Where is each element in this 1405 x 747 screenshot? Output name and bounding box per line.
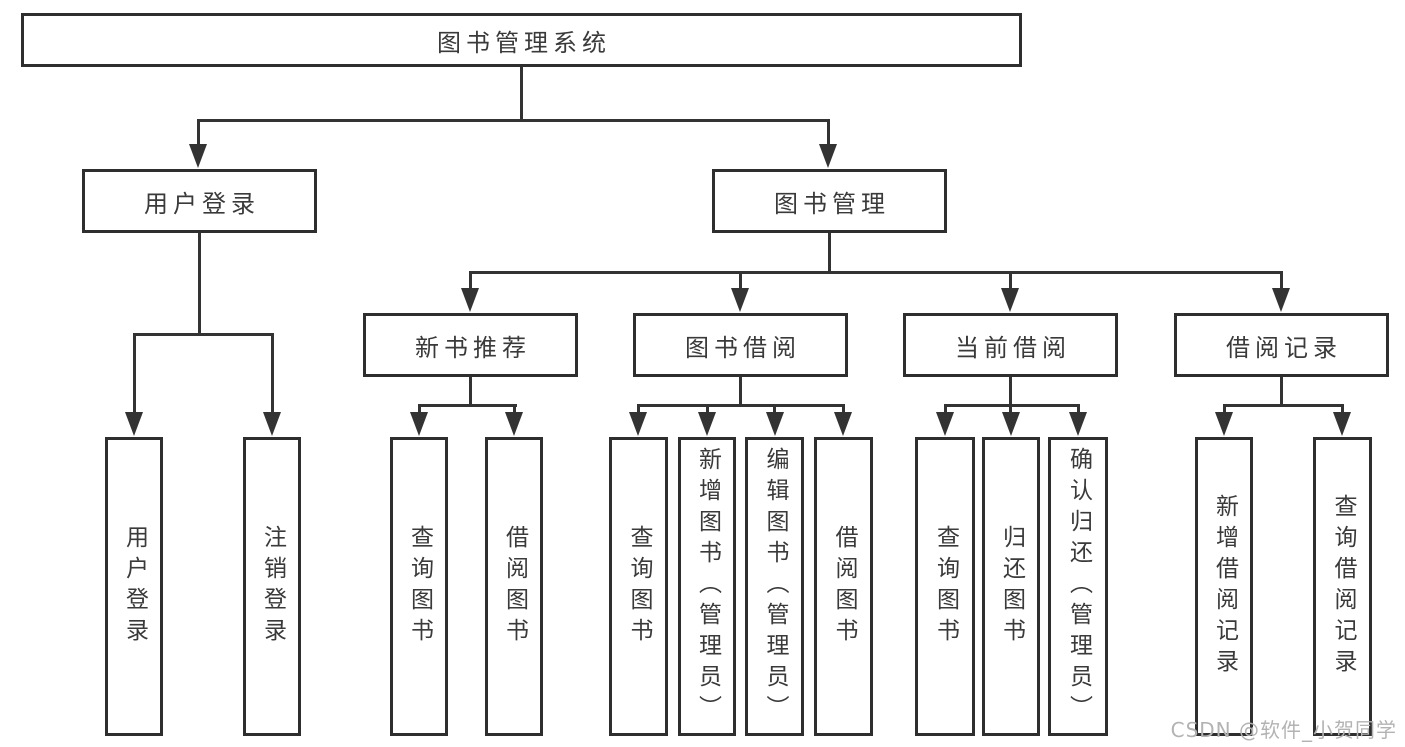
node-leaf-borrow-book-1: 借阅图书 [485, 437, 543, 736]
arrow-down-icon [629, 412, 647, 436]
connector-line [944, 404, 947, 416]
connector-line [827, 119, 830, 147]
connector-line [828, 233, 831, 273]
node-leaf-query-book-1: 查询图书 [390, 437, 448, 736]
node-leaf-query-book-3: 查询图书 [915, 437, 975, 736]
node-label: 归还图书 [998, 524, 1025, 649]
arrow-down-icon [410, 412, 428, 436]
arrow-down-icon [834, 412, 852, 436]
connector-line [198, 233, 201, 334]
node-label: 借阅图书 [501, 524, 528, 649]
node-leaf-add-record: 新增借阅记录 [1195, 437, 1253, 736]
arrow-down-icon [698, 412, 716, 436]
node-label: 图书借阅 [685, 333, 801, 362]
arrow-down-icon [936, 412, 954, 436]
connector-line [513, 404, 516, 416]
node-label: 查询图书 [406, 524, 433, 649]
connector-line [1009, 271, 1012, 291]
connector-line [418, 404, 517, 407]
arrow-down-icon [1333, 412, 1351, 436]
node-label: 用户登录 [121, 524, 148, 649]
connector-line [773, 404, 776, 416]
node-label: 查询借阅记录 [1330, 493, 1356, 680]
arrow-down-icon [766, 412, 784, 436]
connector-line [1341, 404, 1344, 416]
connector-line [133, 333, 274, 336]
node-label: 用户登录 [144, 189, 260, 218]
node-label: 借阅记录 [1226, 333, 1342, 362]
connector-line [469, 271, 472, 291]
node-label: 新书推荐 [415, 333, 531, 362]
node-label: 当前借阅 [955, 333, 1071, 362]
connector-line [1009, 377, 1012, 406]
connector-line [739, 271, 742, 291]
connector-line [1009, 404, 1012, 416]
node-leaf-add-book: 新增图书（管理员） [678, 437, 736, 736]
connector-line [706, 404, 709, 416]
connector-line [1223, 404, 1344, 407]
arrow-down-icon [1069, 412, 1087, 436]
arrow-down-icon [819, 144, 837, 168]
node-leaf-edit-book: 编辑图书（管理员） [745, 437, 804, 736]
node-leaf-return-book: 归还图书 [982, 437, 1040, 736]
connector-line [197, 119, 830, 122]
arrow-down-icon [1001, 288, 1019, 312]
node-label: 编辑图书（管理员） [762, 447, 788, 726]
node-new-book-recommend: 新书推荐 [363, 313, 578, 377]
arrow-down-icon [1002, 412, 1020, 436]
node-label: 确认归还（管理员） [1065, 447, 1092, 726]
node-label: 新增借阅记录 [1211, 493, 1238, 680]
arrow-down-icon [189, 144, 207, 168]
arrow-down-icon [461, 288, 479, 312]
node-book-management: 图书管理 [712, 169, 947, 233]
node-borrow-records: 借阅记录 [1174, 313, 1389, 377]
node-leaf-query-book-2: 查询图书 [609, 437, 668, 736]
connector-line [1223, 404, 1226, 416]
node-label: 查询图书 [626, 524, 652, 649]
arrow-down-icon [263, 412, 281, 436]
connector-line [842, 404, 845, 416]
node-label: 注销登录 [259, 524, 286, 649]
node-label: 新增图书（管理员） [694, 447, 721, 726]
csdn-watermark: CSDN @软件_小贺同学 [1170, 718, 1397, 742]
node-current-borrow: 当前借阅 [903, 313, 1118, 377]
node-label: 查询图书 [932, 524, 959, 649]
arrow-down-icon [1215, 412, 1233, 436]
connector-line [271, 333, 274, 413]
node-leaf-borrow-book-2: 借阅图书 [814, 437, 873, 736]
node-user-login: 用户登录 [82, 169, 317, 233]
connector-line [133, 333, 136, 413]
node-leaf-confirm-return: 确认归还（管理员） [1048, 437, 1108, 736]
arrow-down-icon [125, 412, 143, 436]
node-library-system: 图书管理系统 [21, 13, 1022, 67]
connector-line [1077, 404, 1080, 416]
connector-line [1280, 377, 1283, 406]
connector-line [637, 404, 845, 407]
connector-line [739, 377, 742, 406]
node-leaf-user-login: 用户登录 [105, 437, 163, 736]
connector-line [469, 377, 472, 406]
node-label: 图书管理 [774, 189, 890, 218]
node-label: 图书管理系统 [437, 28, 611, 57]
node-label: 借阅图书 [831, 524, 857, 649]
node-book-borrow: 图书借阅 [633, 313, 848, 377]
arrow-down-icon [1272, 288, 1290, 312]
connector-line [944, 404, 1080, 407]
arrow-down-icon [505, 412, 523, 436]
connector-line [197, 119, 200, 147]
connector-line [637, 404, 640, 416]
connector-line [520, 67, 523, 120]
node-leaf-query-record: 查询借阅记录 [1313, 437, 1372, 736]
connector-line [1280, 271, 1283, 291]
node-leaf-logout: 注销登录 [243, 437, 301, 736]
connector-line [469, 271, 1283, 274]
arrow-down-icon [731, 288, 749, 312]
connector-line [418, 404, 421, 416]
